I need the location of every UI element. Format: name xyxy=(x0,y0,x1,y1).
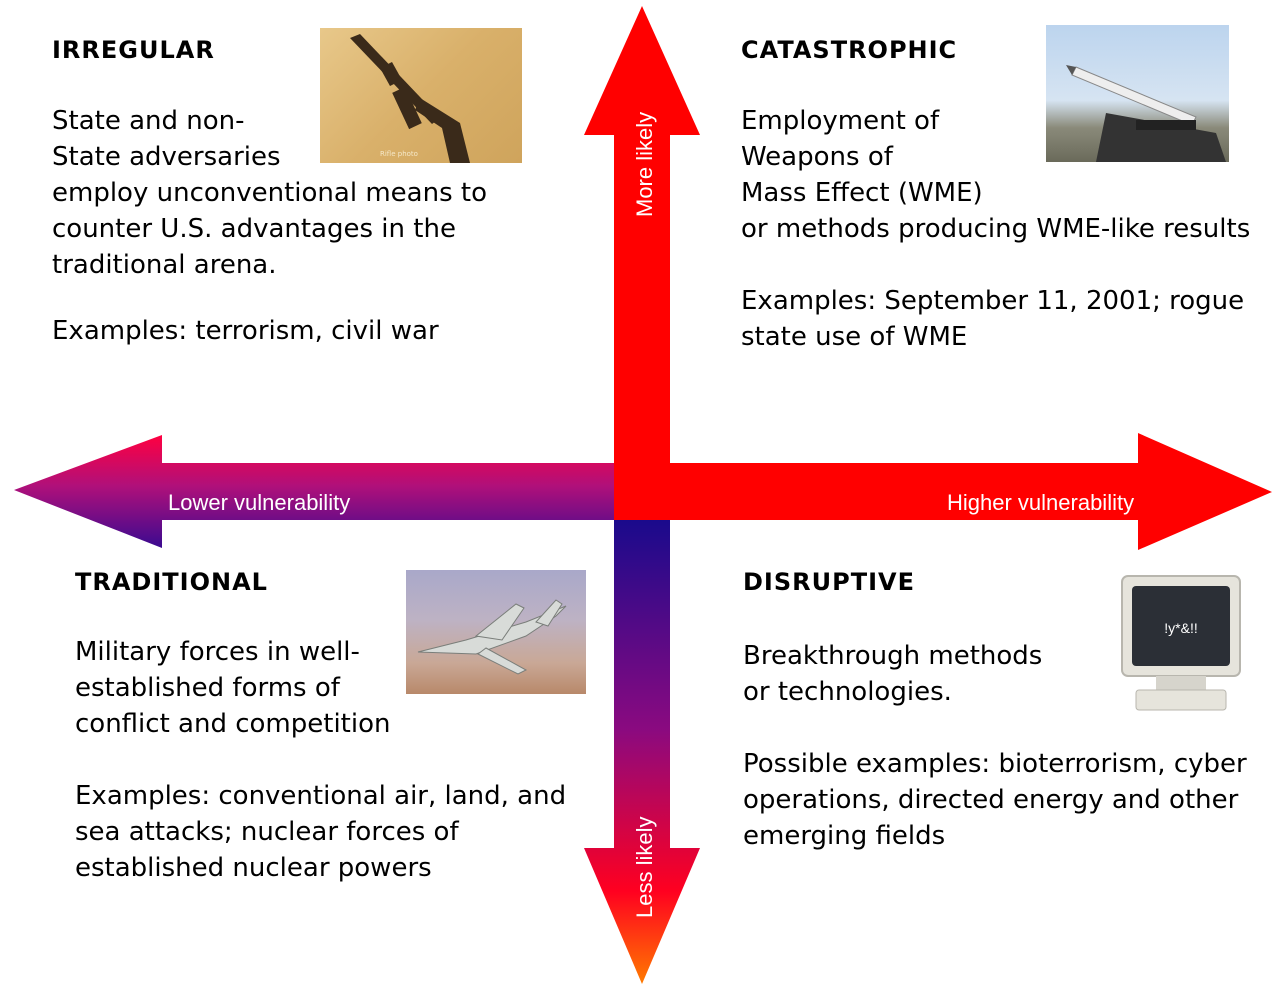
disruptive-line: Breakthrough methods xyxy=(743,641,1043,671)
less-likely-label: Less likely xyxy=(632,816,657,918)
catastrophic-body: Employment of Weapons of Mass Effect (WM… xyxy=(741,103,1250,355)
catastrophic-line: Mass Effect (WME) xyxy=(741,178,983,208)
traditional-quadrant: TRADITIONAL xyxy=(75,568,268,596)
up-arrow xyxy=(584,6,700,520)
traditional-title: TRADITIONAL xyxy=(75,568,268,596)
higher-vulnerability-label: Higher vulnerability xyxy=(947,490,1135,515)
missile-launcher-photo xyxy=(1046,25,1229,162)
irregular-quadrant: IRREGULAR xyxy=(52,36,215,64)
traditional-examples-line: sea attacks; nuclear forces of xyxy=(75,817,459,847)
catastrophic-line: Weapons of xyxy=(741,142,893,172)
irregular-body: State and non- State adversaries employ … xyxy=(52,103,487,349)
catastrophic-title: CATASTROPHIC xyxy=(741,36,958,64)
disruptive-title: DISRUPTIVE xyxy=(743,568,915,596)
left-arrow xyxy=(14,435,614,548)
traditional-examples-line: Examples: conventional air, land, and xyxy=(75,781,567,811)
irregular-line: State adversaries xyxy=(52,142,281,172)
irregular-line: State and non- xyxy=(52,106,245,136)
disruptive-examples-line: emerging fields xyxy=(743,821,946,851)
catastrophic-line: Employment of xyxy=(741,106,940,136)
down-arrow xyxy=(584,520,700,984)
lower-vulnerability-label: Lower vulnerability xyxy=(168,490,351,515)
disruptive-examples-line: Possible examples: bioterrorism, cyber xyxy=(743,749,1247,779)
irregular-line: traditional arena. xyxy=(52,250,277,280)
disruptive-quadrant: DISRUPTIVE xyxy=(743,568,915,596)
irregular-title: IRREGULAR xyxy=(52,36,215,64)
fighter-jet-photo xyxy=(406,570,586,694)
traditional-line: conflict and competition xyxy=(75,709,391,739)
right-arrow xyxy=(614,433,1272,550)
catastrophic-line: or methods producing WME-like results xyxy=(741,214,1251,244)
traditional-line: established forms of xyxy=(75,673,340,703)
disruptive-examples-line: operations, directed energy and other xyxy=(743,785,1239,815)
traditional-body: Military forces in well- established for… xyxy=(75,634,566,886)
computer-monitor-icon: !y*&!! xyxy=(1118,574,1244,714)
rifle-photo: Rifle photo xyxy=(320,28,522,163)
irregular-line: counter U.S. advantages in the xyxy=(52,214,456,244)
traditional-line: Military forces in well- xyxy=(75,637,360,667)
more-likely-label: More likely xyxy=(632,111,657,217)
disruptive-body: Breakthrough methods or technologies. Po… xyxy=(743,638,1247,854)
disruptive-line: or technologies. xyxy=(743,677,952,707)
catastrophic-examples-line: Examples: September 11, 2001; rogue xyxy=(741,286,1245,316)
monitor-screen-text: !y*&!! xyxy=(1164,620,1198,636)
catastrophic-examples-line: state use of WME xyxy=(741,322,968,352)
catastrophic-quadrant: CATASTROPHIC xyxy=(741,36,957,64)
traditional-examples-line: established nuclear powers xyxy=(75,853,432,883)
irregular-line: employ unconventional means to xyxy=(52,178,487,208)
irregular-examples: Examples: terrorism, civil war xyxy=(52,316,439,346)
svg-text:Rifle photo: Rifle photo xyxy=(380,150,418,158)
